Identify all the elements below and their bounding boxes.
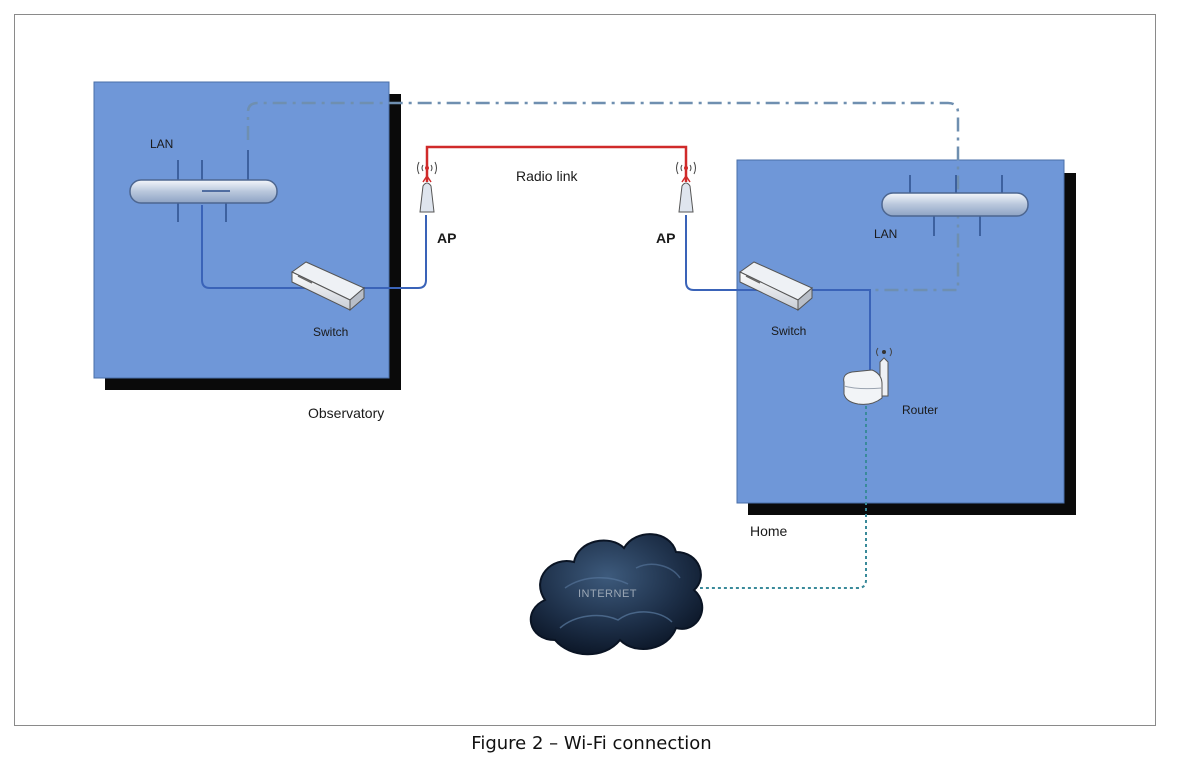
wan-dotted-link (700, 400, 867, 589)
observatory-cable (201, 205, 427, 289)
internet-cloud-icon (529, 533, 704, 656)
observatory-ap-icon (417, 161, 437, 213)
home-cable (685, 215, 871, 385)
figure-caption: Figure 2 – Wi-Fi connection (471, 733, 712, 754)
observatory-ap-label: AP (437, 230, 456, 246)
internet-label: INTERNET (578, 588, 637, 600)
observatory-switch-label: Switch (313, 325, 348, 339)
home-ap-label: AP (656, 230, 675, 246)
dash-dot-link (246, 101, 960, 292)
home-title: Home (750, 523, 788, 539)
router-label: Router (902, 403, 938, 417)
router-icon (843, 347, 892, 405)
observatory-lan-bus (129, 150, 278, 222)
radio-link-label: Radio link (516, 168, 578, 184)
home-box (736, 159, 1065, 504)
observatory-building (93, 81, 401, 390)
radio-link-line (425, 145, 688, 182)
observatory-title: Observatory (308, 405, 384, 421)
home-switch-icon (739, 261, 813, 312)
observatory-box (93, 81, 390, 379)
observatory-switch-icon (291, 261, 365, 312)
home-lan-bus (881, 175, 1029, 236)
observatory-lan-label: LAN (150, 137, 173, 151)
home-switch-label: Switch (771, 324, 806, 338)
home-lan-label: LAN (874, 227, 897, 241)
home-building (736, 159, 1076, 515)
network-diagram: LAN Switch AP Observatory Radio link AP … (93, 81, 1076, 656)
home-ap-icon (676, 161, 696, 213)
